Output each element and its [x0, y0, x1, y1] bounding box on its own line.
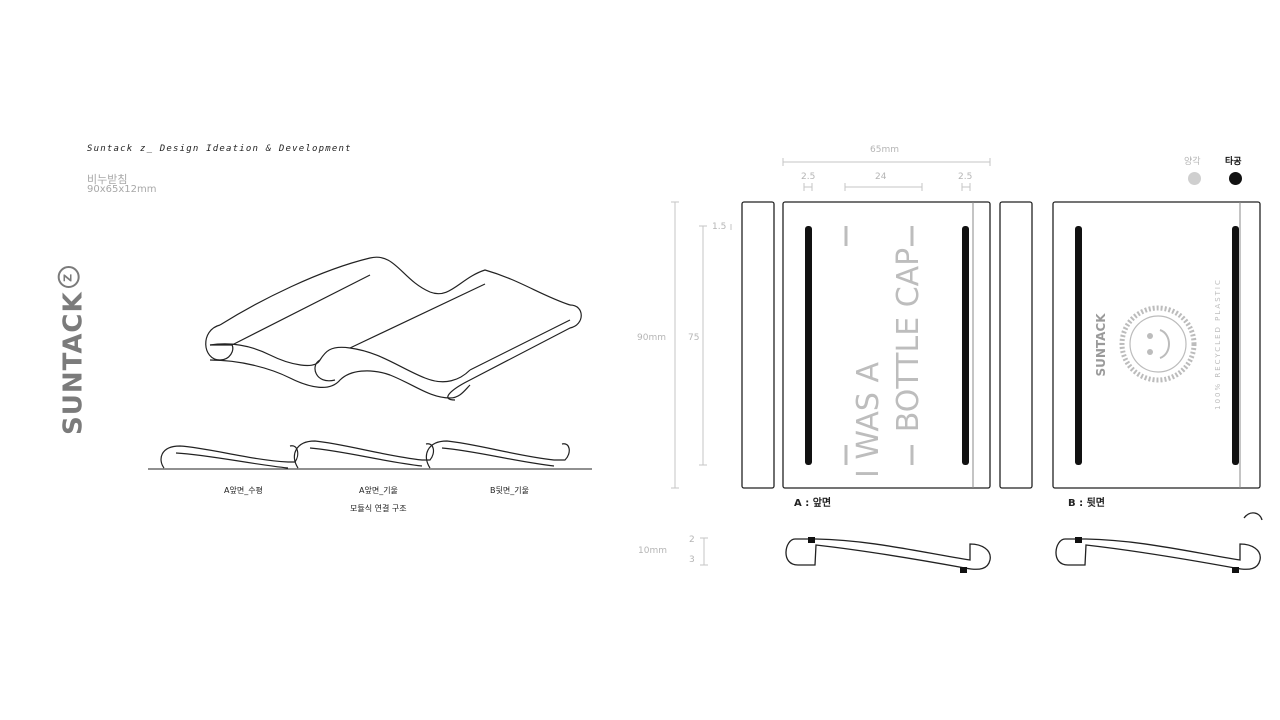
dim-margin-left: 2.5	[801, 172, 816, 182]
back-profile-hole-2	[1232, 567, 1239, 573]
profile-a-flat	[160, 445, 299, 469]
dim-thickness-total: 10mm	[638, 546, 667, 556]
back-panel	[1052, 201, 1261, 489]
iso-ridge-line-3	[469, 319, 571, 371]
front-profile-hole-1	[808, 537, 815, 543]
iso-front-top	[209, 343, 471, 383]
brand-mark: Z	[61, 272, 75, 282]
smiley-eye-right	[1147, 349, 1153, 355]
legend-emboss-dot	[1188, 172, 1201, 185]
dim-total-height: 90mm	[637, 333, 666, 343]
front-view-label: A : 앞면	[794, 498, 832, 509]
dim-total-width: 65mm	[870, 145, 899, 155]
profile-b-tilt	[425, 440, 570, 469]
iso-front-bottom	[209, 359, 471, 399]
legend-emboss-label: 양각	[1184, 157, 1201, 167]
dim-thickness-bottom: 3	[689, 555, 695, 565]
caption-a-flat: A앞면_수평	[224, 486, 263, 495]
back-view-label: B : 뒷면	[1068, 498, 1105, 509]
side-strip-right	[999, 201, 1033, 489]
iso-ridge-line-2	[349, 283, 486, 349]
next-piece-curl	[1243, 512, 1263, 521]
isometric-drawing	[148, 256, 592, 470]
caption-b-tilt: B뒷면_기울	[490, 486, 529, 495]
iso-mid-curl	[314, 359, 336, 382]
side-profiles	[160, 440, 570, 469]
brand-mark-circle: Z	[57, 266, 80, 289]
seal-ring-outer	[1119, 305, 1197, 383]
engraving-line-1: I WAS A	[851, 362, 886, 479]
dim-slot-gap: 24	[875, 172, 887, 182]
brand-name: SUNTACK	[58, 291, 89, 435]
dim-edge: 1.5	[712, 222, 727, 232]
technical-drawing: I WAS A BOTTLE CAP SUNTACK 100% RECYCLED…	[671, 158, 1263, 573]
brand-logo-vertical: SUNTACK Z	[57, 266, 89, 435]
item-name: 비누받침	[87, 173, 128, 186]
back-profile-hole-1	[1075, 537, 1082, 543]
back-slot-right	[1232, 226, 1239, 465]
front-slot-right	[962, 226, 969, 465]
front-panel	[782, 201, 991, 489]
smiley-mouth	[1159, 329, 1170, 359]
legend-perforation-dot	[1229, 172, 1242, 185]
caption-structure: 모듈식 연결 구조	[350, 504, 407, 513]
side-strip-left	[741, 201, 775, 489]
iso-ridge-line-1	[231, 274, 371, 346]
iso-back-edge	[219, 256, 571, 326]
legend-perforation-label: 타공	[1225, 157, 1242, 167]
back-logo-text: SUNTACK	[1094, 313, 1108, 377]
profile-a-tilt	[293, 440, 435, 469]
front-slot-left	[805, 226, 812, 465]
dim-slot-height: 75	[688, 333, 700, 343]
dim-thickness-top: 2	[689, 535, 695, 545]
dim-margin-right: 2.5	[958, 172, 973, 182]
engraving-line-2: BOTTLE CAP	[891, 248, 926, 433]
front-profile-hole-2	[960, 567, 967, 573]
front-profile	[785, 538, 991, 570]
page-title: Suntack z_ Design Ideation & Development	[87, 144, 352, 154]
iso-left-curl	[205, 324, 234, 361]
item-size: 90x65x12mm	[87, 184, 157, 195]
smiley-eye-left	[1147, 333, 1153, 339]
back-slot-left	[1075, 226, 1082, 465]
iso-right-curl	[447, 304, 582, 401]
caption-a-tilt: A앞면_기울	[359, 486, 398, 495]
back-side-text: 100% RECYCLED PLASTIC	[1214, 278, 1222, 410]
seal-ring-inner	[1129, 315, 1187, 373]
back-profile	[1055, 538, 1261, 570]
